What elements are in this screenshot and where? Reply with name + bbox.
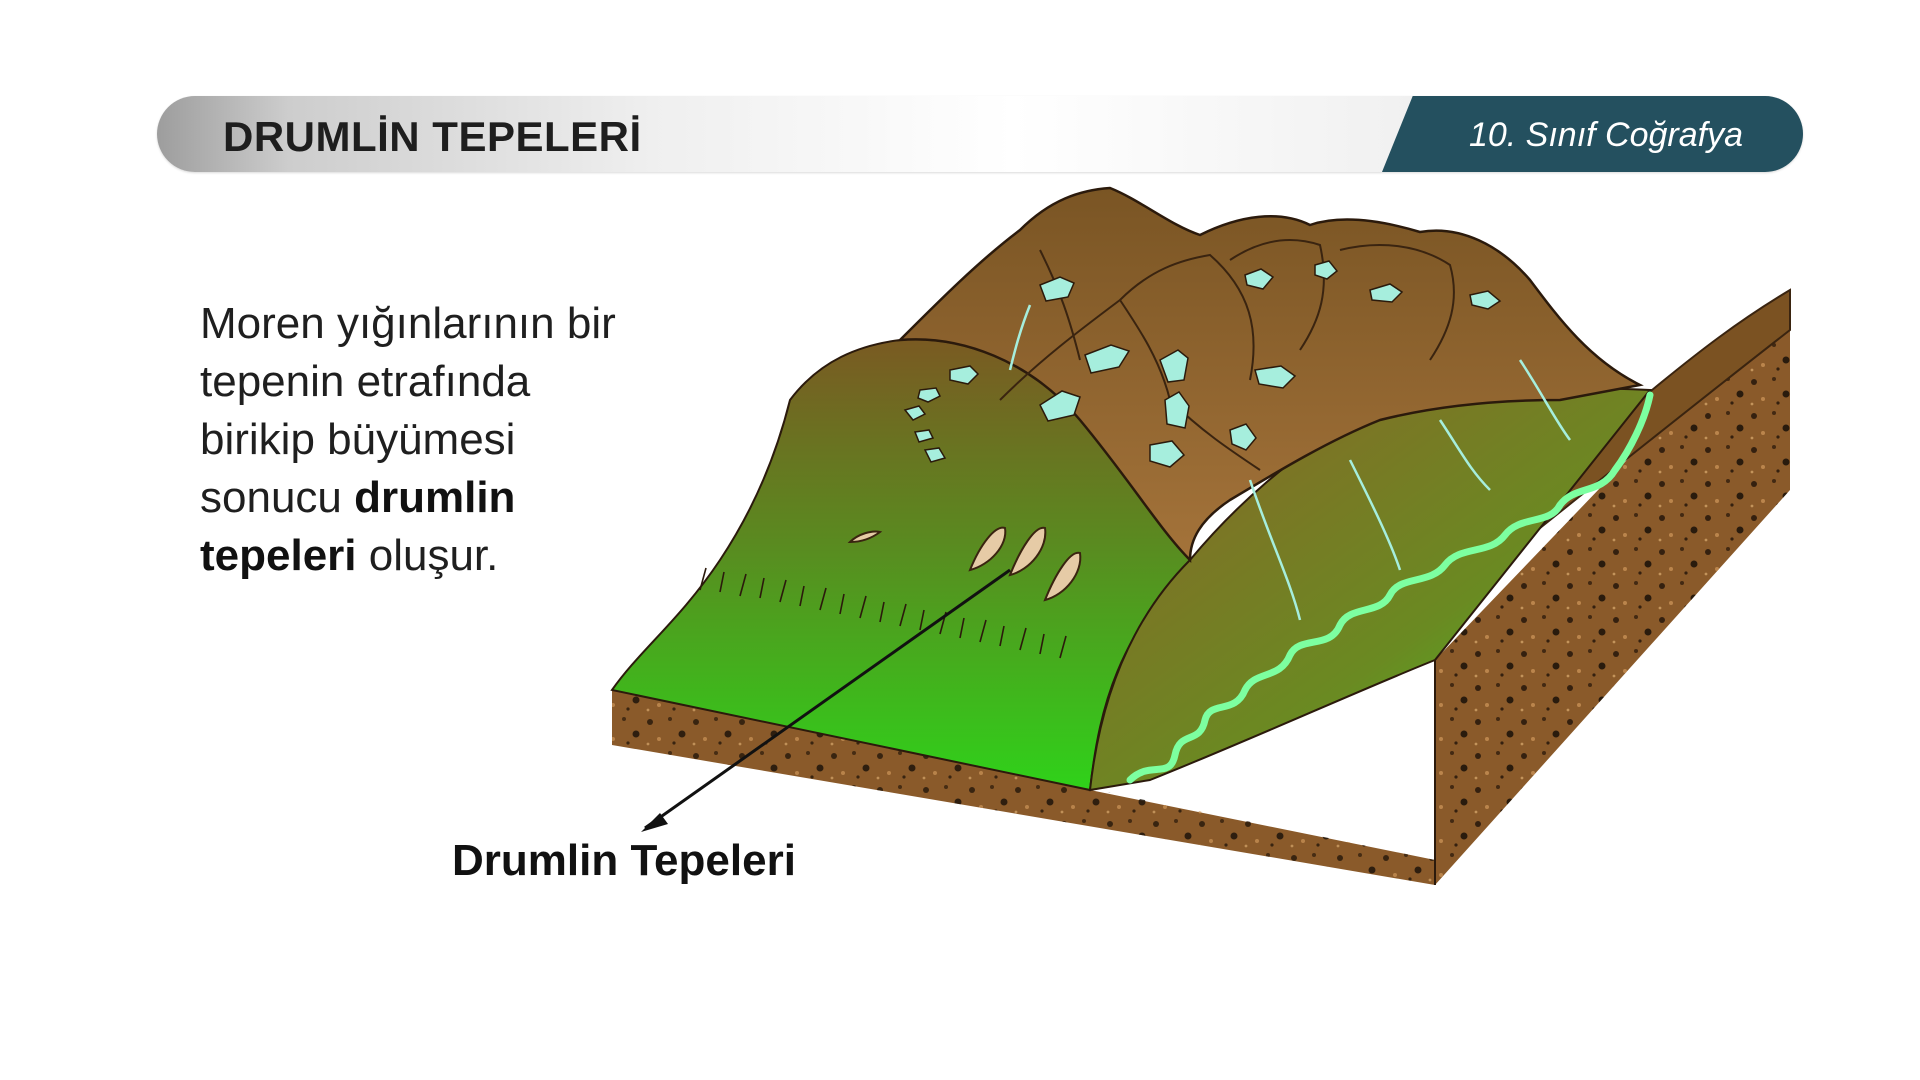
course-label: 10. Sınıf Coğrafya [1468,116,1743,154]
soil-front-face-texture [612,690,1435,885]
description-line-2: tepenin etrafında [200,357,531,406]
description-line-3: birikip büyümesi [200,415,516,464]
cirque-ridges [999,239,1455,471]
title-banner: DRUMLİN TEPELERİ 10. Sınıf Coğrafya [157,96,1803,172]
callout-arrow-line [644,568,1011,830]
description-line-1: Moren yığınlarının bir [200,299,616,348]
term-tepeleri: tepeleri [200,531,357,580]
description-text: Moren yığınlarının bir tepenin etrafında… [200,295,700,585]
callout-label: Drumlin Tepeleri [452,836,796,885]
meltwater-streams [1008,304,1572,621]
soil-right-face-texture [1435,290,1790,885]
drumlins [847,526,1082,602]
callout-arrowhead [641,813,668,832]
moraine-hatching [699,567,1067,659]
term-drumlin: drumlin [354,473,516,522]
description-line-5: oluşur. [356,531,499,580]
description-line-4: sonucu [200,473,355,522]
page-title: DRUMLİN TEPELERİ [223,113,642,160]
valley-river [1126,391,1654,784]
glacier-ice-patches [903,260,1502,468]
